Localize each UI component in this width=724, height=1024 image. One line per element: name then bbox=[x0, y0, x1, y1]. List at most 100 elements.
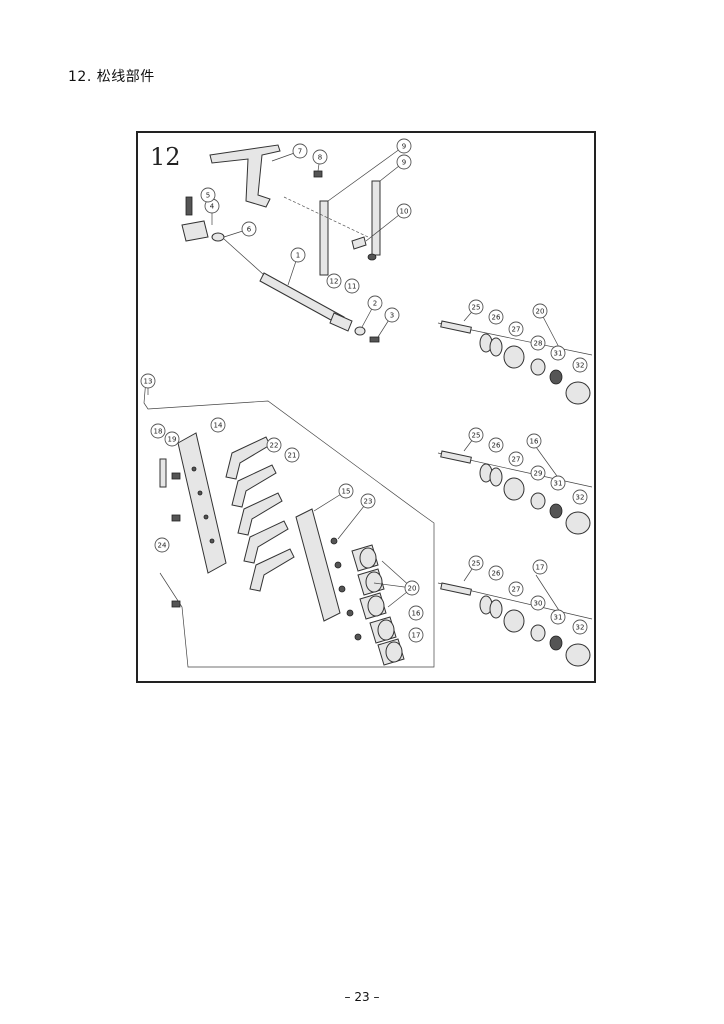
callout-number: 19 bbox=[168, 436, 177, 444]
callout-25: 25 bbox=[468, 299, 484, 315]
callout-31: 31 bbox=[550, 345, 566, 361]
callout-number: 31 bbox=[554, 350, 563, 358]
callout-number: 4 bbox=[210, 203, 215, 211]
callout-30: 30 bbox=[530, 595, 546, 611]
callout-number: 8 bbox=[318, 154, 322, 162]
callout-32: 32 bbox=[572, 357, 588, 373]
callout-16: 16 bbox=[526, 433, 542, 449]
callout-22: 22 bbox=[266, 437, 282, 453]
callout-27: 27 bbox=[508, 321, 524, 337]
callout-27: 27 bbox=[508, 451, 524, 467]
callout-10: 10 bbox=[396, 203, 412, 219]
callout-number: 16 bbox=[412, 610, 421, 618]
upper-assembly bbox=[181, 144, 381, 343]
callout-12: 12 bbox=[326, 273, 342, 289]
callout-number: 9 bbox=[402, 143, 406, 151]
callout-21: 21 bbox=[284, 447, 300, 463]
callout-26: 26 bbox=[488, 437, 504, 453]
callout-number: 1 bbox=[296, 252, 300, 260]
callout-20: 20 bbox=[404, 580, 420, 596]
callout-18: 18 bbox=[150, 423, 166, 439]
callout-1: 1 bbox=[290, 247, 306, 263]
callout-5: 5 bbox=[200, 187, 216, 203]
callout-number: 22 bbox=[270, 442, 279, 450]
callout-2: 2 bbox=[367, 295, 383, 311]
callout-number: 23 bbox=[364, 498, 373, 506]
callout-number: 27 bbox=[512, 456, 521, 464]
callout-number: 17 bbox=[412, 632, 421, 640]
callout-26: 26 bbox=[488, 565, 504, 581]
callout-17: 17 bbox=[408, 627, 424, 643]
tension-knobs bbox=[330, 537, 405, 666]
callout-11: 11 bbox=[344, 278, 360, 294]
callout-number: 10 bbox=[400, 208, 409, 216]
callout-6: 6 bbox=[241, 221, 257, 237]
callout-29: 29 bbox=[530, 465, 546, 481]
diagram-drawing: 1234567899101112131415161617171819202021… bbox=[140, 138, 593, 668]
callout-25: 25 bbox=[468, 555, 484, 571]
section-heading: 12. 松线部件 bbox=[68, 69, 155, 85]
figure-number: 12 bbox=[150, 143, 181, 171]
callout-number: 5 bbox=[206, 192, 210, 200]
callout-3: 3 bbox=[384, 307, 400, 323]
callout-14: 14 bbox=[210, 417, 226, 433]
callout-number: 13 bbox=[144, 378, 153, 386]
callout-number: 18 bbox=[154, 428, 163, 436]
callout-number: 27 bbox=[512, 586, 521, 594]
callout-16: 16 bbox=[408, 605, 424, 621]
callout-number: 3 bbox=[390, 312, 394, 320]
callout-number: 20 bbox=[536, 308, 545, 316]
callout-24: 24 bbox=[154, 537, 170, 553]
callout-number: 25 bbox=[472, 432, 481, 440]
callout-13: 13 bbox=[140, 373, 156, 389]
callout-20: 20 bbox=[532, 303, 548, 319]
callout-23: 23 bbox=[360, 493, 376, 509]
callout-number: 7 bbox=[298, 148, 302, 156]
callout-number: 16 bbox=[530, 438, 539, 446]
callout-7: 7 bbox=[292, 143, 308, 159]
callout-number: 32 bbox=[576, 624, 585, 632]
callout-number: 15 bbox=[342, 488, 351, 496]
callout-15: 15 bbox=[338, 483, 354, 499]
callout-number: 24 bbox=[158, 542, 167, 550]
callout-32: 32 bbox=[572, 619, 588, 635]
callout-number: 25 bbox=[472, 304, 481, 312]
callout-19: 19 bbox=[164, 431, 180, 447]
tension-unit-b bbox=[437, 450, 593, 535]
callout-labels: 1234567899101112131415161617171819202021… bbox=[140, 138, 588, 643]
callout-number: 26 bbox=[492, 570, 501, 578]
callout-number: 26 bbox=[492, 442, 501, 450]
callout-number: 31 bbox=[554, 614, 563, 622]
callout-28: 28 bbox=[530, 335, 546, 351]
callout-31: 31 bbox=[550, 475, 566, 491]
callout-number: 17 bbox=[536, 564, 545, 572]
callout-25: 25 bbox=[468, 427, 484, 443]
callout-number: 11 bbox=[348, 283, 357, 291]
callout-number: 29 bbox=[534, 470, 543, 478]
tension-unit-a bbox=[437, 320, 593, 405]
callout-27: 27 bbox=[508, 581, 524, 597]
callout-number: 25 bbox=[472, 560, 481, 568]
callout-number: 6 bbox=[247, 226, 252, 234]
callout-17: 17 bbox=[532, 559, 548, 575]
levers bbox=[225, 436, 295, 592]
callout-number: 32 bbox=[576, 362, 585, 370]
page-number: – 23 – bbox=[344, 990, 380, 1004]
callout-32: 32 bbox=[572, 489, 588, 505]
exploded-parts-diagram: 12 bbox=[136, 131, 596, 683]
callout-31: 31 bbox=[550, 609, 566, 625]
callout-number: 28 bbox=[534, 340, 543, 348]
leader-lines bbox=[211, 145, 563, 616]
callout-number: 27 bbox=[512, 326, 521, 334]
callout-number: 21 bbox=[288, 452, 297, 460]
callout-number: 12 bbox=[330, 278, 339, 286]
callout-8: 8 bbox=[312, 149, 328, 165]
callout-9: 9 bbox=[396, 154, 412, 170]
tension-unit-c bbox=[437, 582, 593, 667]
callout-number: 9 bbox=[402, 159, 406, 167]
callout-number: 31 bbox=[554, 480, 563, 488]
callout-number: 14 bbox=[214, 422, 223, 430]
callout-number: 20 bbox=[408, 585, 417, 593]
callout-number: 30 bbox=[534, 600, 543, 608]
callout-9: 9 bbox=[396, 138, 412, 154]
